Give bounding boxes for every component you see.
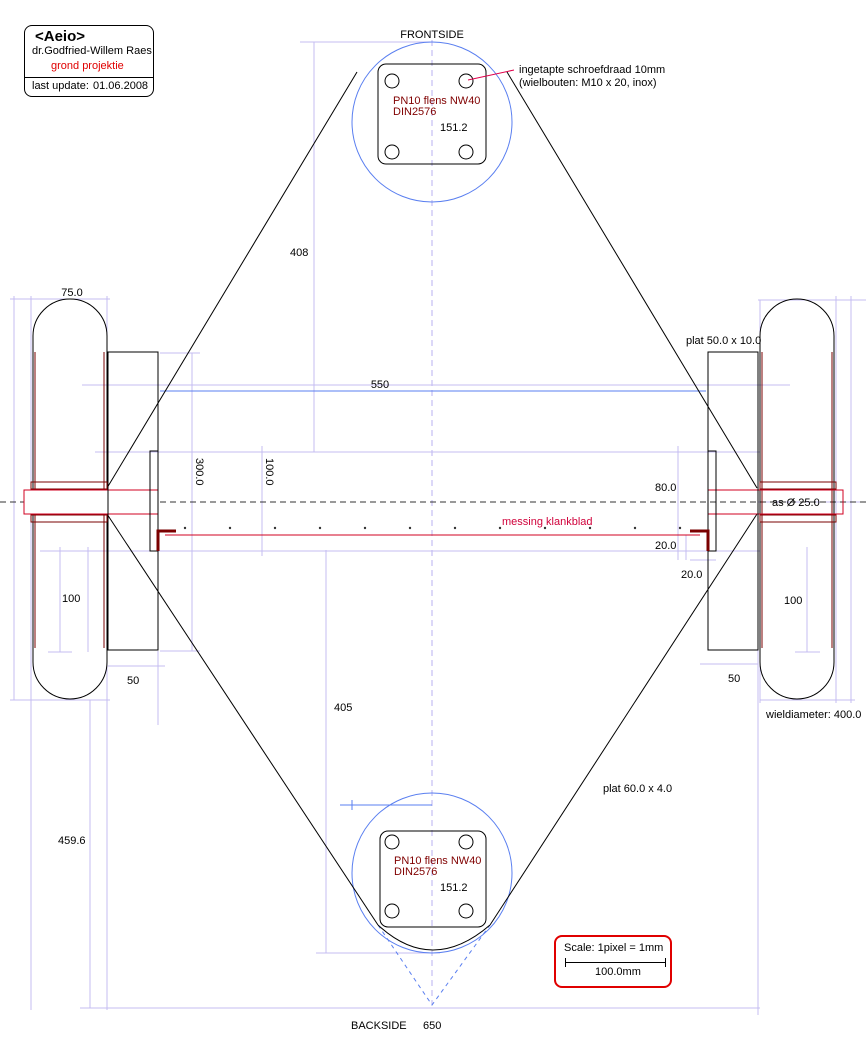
scale-bar-label: 100.0mm [595, 966, 641, 978]
dim-100-right: 100 [784, 595, 802, 607]
flange-bottom-dim: 151.2 [440, 882, 468, 894]
scale-bar [565, 962, 665, 963]
drawing-subtitle: grond projektie [51, 60, 124, 72]
frontside-label: FRONTSIDE [400, 29, 464, 41]
divider [25, 77, 153, 78]
flange-top-label-2: DIN2576 [393, 106, 436, 118]
dim-405: 405 [334, 702, 352, 714]
flange-bottom-label-1: PN10 flens NW40 [394, 855, 481, 867]
dim-75: 75.0 [61, 287, 82, 299]
diagonal-plates [106, 71, 758, 926]
wheel-diameter-label: wieldiameter: 400.0 [765, 709, 861, 721]
messing-label: messing klankblad [502, 516, 593, 528]
backside-label: BACKSIDE [351, 1020, 407, 1032]
dimension-lines [10, 40, 866, 1015]
last-update-value: 01.06.2008 [93, 80, 149, 92]
scale-bar-tick-right [665, 958, 666, 967]
back-flange [351, 792, 513, 1006]
project-title: <Aeio> [35, 28, 86, 45]
dim-20-b: 20.0 [681, 569, 702, 581]
dim-50-left: 50 [127, 675, 139, 687]
title-block: <Aeio> dr.Godfried-Willem Raes grond pro… [24, 25, 154, 97]
dim-100-left: 100 [62, 593, 80, 605]
side-plates [107, 351, 759, 651]
dim-459: 459.6 [58, 835, 86, 847]
plate-diag-label: plat 60.0 x 4.0 [603, 783, 672, 795]
dim-300: 300.0 [193, 458, 205, 486]
left-wheel [23, 298, 159, 700]
flange-top-dim: 151.2 [440, 122, 468, 134]
dim-650: 650 [423, 1020, 441, 1032]
thread-note-2: (wielbouten: M10 x 20, inox) [519, 77, 657, 89]
last-update-label: last update: [32, 80, 89, 92]
dim-408: 408 [290, 247, 308, 259]
author: dr.Godfried-Willem Raes [32, 45, 152, 57]
flange-bottom-label-2: DIN2576 [394, 866, 437, 878]
flange-top-label-1: PN10 flens NW40 [393, 95, 480, 107]
front-flange [351, 41, 515, 203]
thread-note-1: ingetapte schroefdraad 10mm [519, 64, 665, 76]
dim-80: 80.0 [655, 482, 676, 494]
right-wheel [707, 298, 844, 700]
axle-label: as Ø 25.0 [772, 497, 820, 509]
dim-550: 550 [371, 379, 389, 391]
scale-label: Scale: 1pixel = 1mm [564, 942, 664, 954]
sound-bar [156, 526, 710, 551]
dim-100-vertical: 100.0 [263, 458, 275, 486]
plate-side-label: plat 50.0 x 10.0 [686, 335, 761, 347]
dim-50-right: 50 [728, 673, 740, 685]
dim-20-a: 20.0 [655, 540, 676, 552]
scale-legend: Scale: 1pixel = 1mm 100.0mm [554, 935, 672, 988]
